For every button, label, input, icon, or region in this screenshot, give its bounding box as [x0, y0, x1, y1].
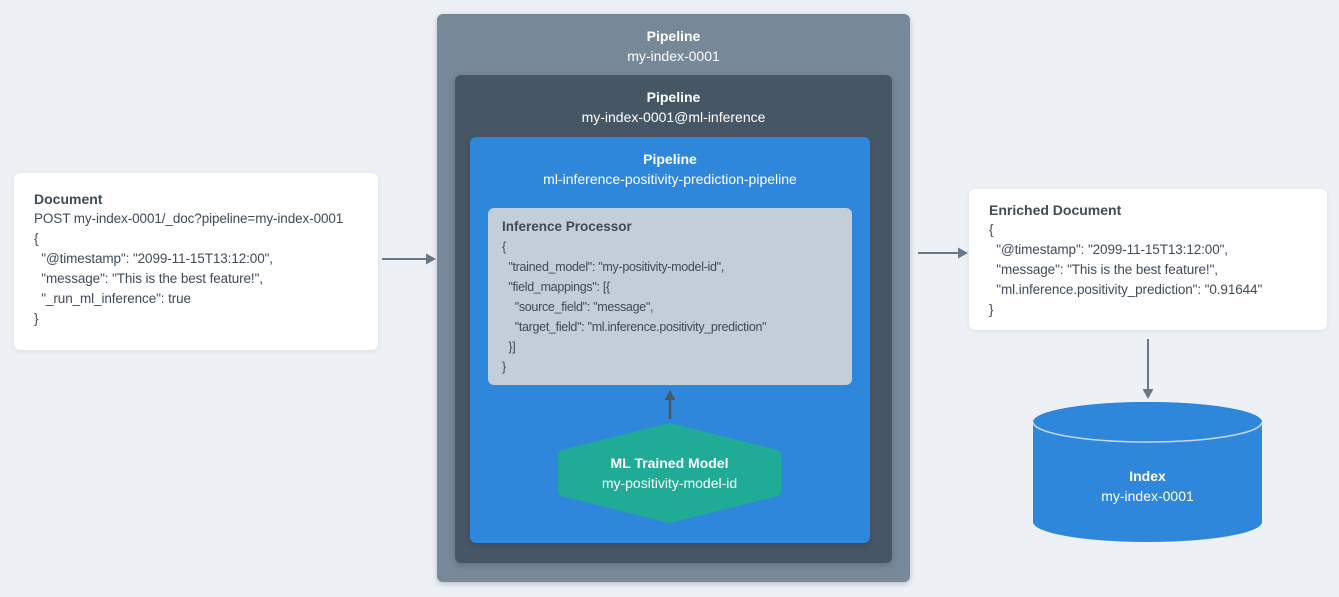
processor-code-line: "trained_model": "my-positivity-model-id…: [502, 260, 724, 274]
document-code-line: {: [34, 231, 39, 246]
enriched-code-line: {: [989, 222, 994, 237]
enriched-code-line: "message": "This is the best feature!",: [989, 262, 1218, 277]
processor-code-line: "target_field": "ml.inference.positivity…: [502, 320, 767, 334]
index-name: my-index-0001: [1101, 488, 1194, 504]
document-card: Document POST my-index-0001/_doc?pipelin…: [14, 173, 378, 350]
enriched-code-line: "@timestamp": "2099-11-15T13:12:00",: [989, 242, 1228, 257]
document-code-line: }: [34, 311, 39, 326]
index-title: Index: [1129, 468, 1166, 484]
arrow-model-to-processor-icon: [664, 390, 676, 419]
document-code-line: "_run_ml_inference": true: [34, 291, 191, 306]
document-code-line: POST my-index-0001/_doc?pipeline=my-inde…: [34, 211, 344, 226]
ml-inference-pipeline-name: my-index-0001@ml-inference: [581, 109, 766, 125]
ml-model-name: my-positivity-model-id: [601, 475, 738, 491]
ml-model-title: ML Trained Model: [610, 455, 729, 471]
ml-trained-model-hexagon: ML Trained Model my-positivity-model-id: [558, 423, 781, 523]
processor-code-line: }: [502, 360, 506, 374]
enriched-code-line: }: [989, 302, 994, 317]
arrow-pipeline-to-document-icon: [918, 247, 968, 259]
positivity-pipeline-title: Pipeline: [643, 151, 697, 167]
processor-code-line: }]: [502, 340, 516, 354]
positivity-pipeline-box: Pipeline ml-inference-positivity-predict…: [470, 137, 870, 543]
inference-processor-box: Inference Processor { "trained_model": "…: [488, 208, 852, 385]
ml-inference-pipeline-box: Pipeline my-index-0001@ml-inference Pipe…: [455, 75, 892, 563]
arrow-document-to-pipeline-icon: [382, 253, 436, 265]
ml-inference-pipeline-title: Pipeline: [646, 89, 701, 105]
enriched-code-line: "ml.inference.positivity_prediction": "0…: [989, 282, 1263, 297]
enriched-card-title: Enriched Document: [989, 202, 1122, 218]
document-card-title: Document: [34, 191, 103, 207]
positivity-pipeline-name: ml-inference-positivity-prediction-pipel…: [543, 171, 797, 187]
processor-code-line: {: [502, 240, 506, 254]
outer-pipeline-box: Pipeline my-index-0001 Pipeline my-index…: [437, 14, 910, 582]
processor-code-line: "source_field": "message",: [502, 300, 654, 314]
inference-processor-title: Inference Processor: [502, 219, 632, 234]
index-cylinder: Index my-index-0001: [1033, 402, 1262, 542]
hexagon-shape-icon: [558, 423, 781, 523]
cylinder-shape-icon: [1033, 402, 1262, 542]
outer-pipeline-title: Pipeline: [646, 28, 701, 44]
outer-pipeline-name: my-index-0001: [627, 48, 720, 64]
document-code-line: "@timestamp": "2099-11-15T13:12:00",: [34, 251, 273, 266]
document-code-line: "message": "This is the best feature!",: [34, 271, 263, 286]
enriched-document-card: Enriched Document { "@timestamp": "2099-…: [969, 189, 1327, 330]
processor-code-line: "field_mappings": [{: [502, 280, 610, 294]
arrow-document-to-index-icon: [1142, 339, 1154, 399]
